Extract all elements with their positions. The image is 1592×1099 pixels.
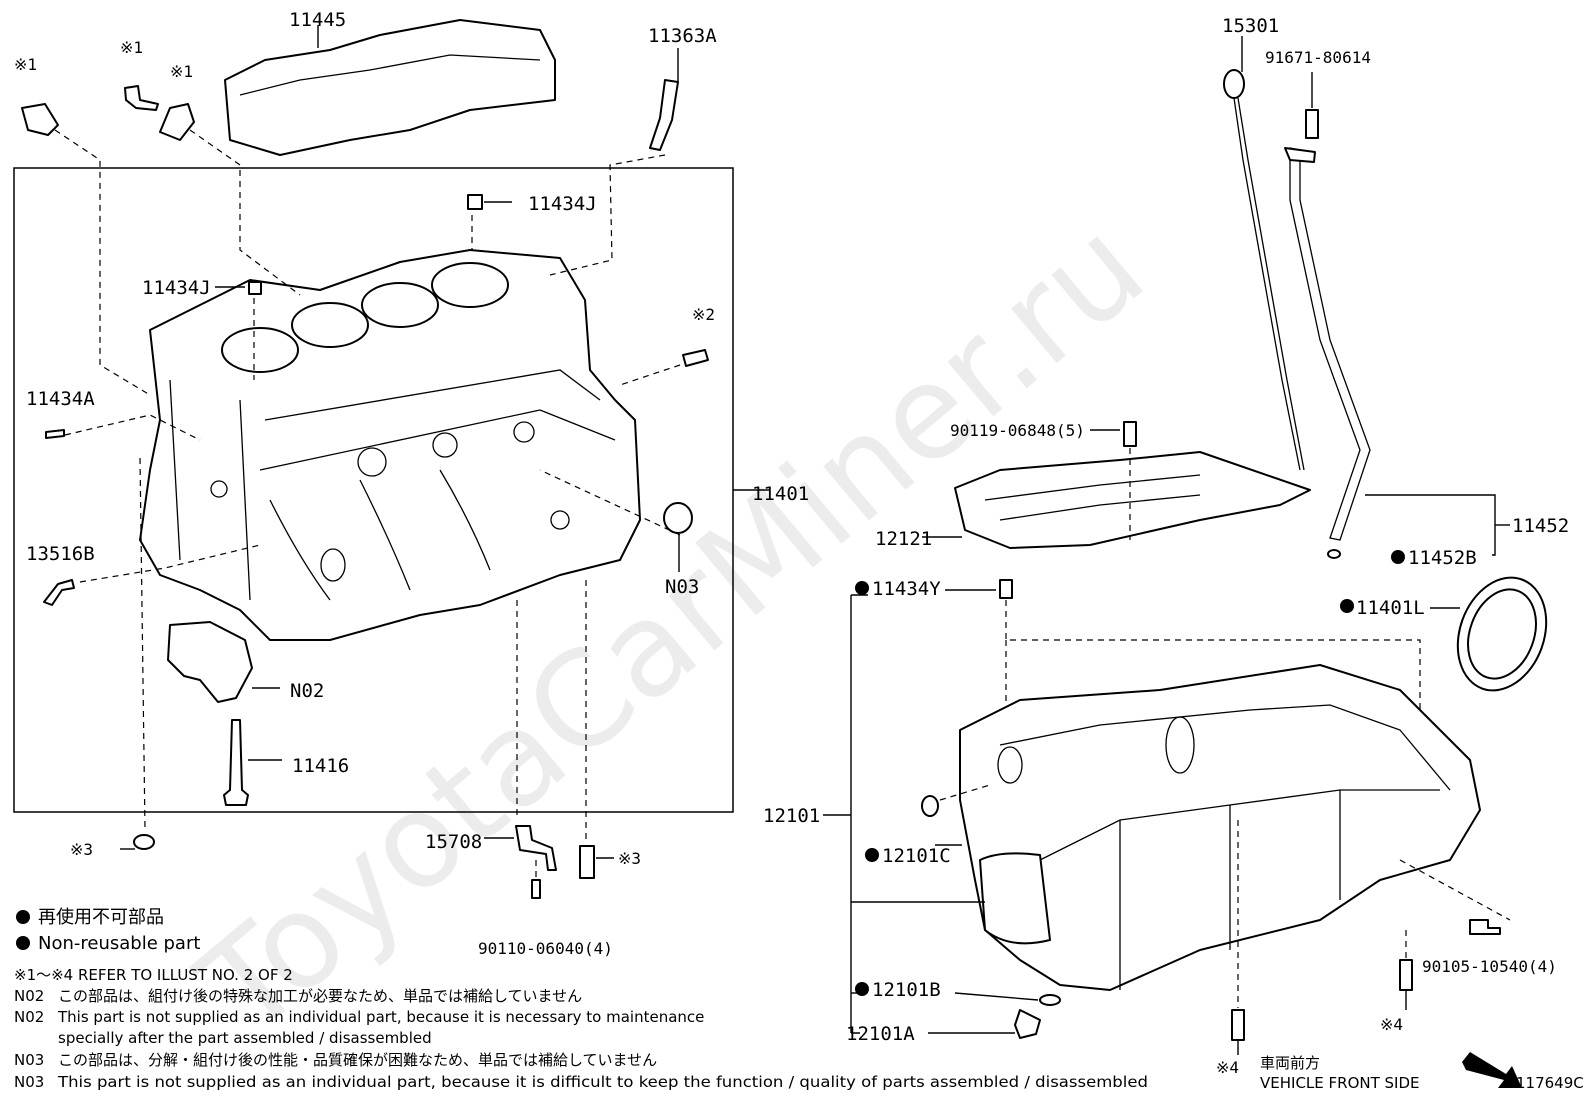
label-11434J-top: 11434J [528,193,597,215]
vehicle-front-arrow [1462,1052,1522,1088]
pin-11434J-mid [248,281,262,295]
note-N02-jp: この部品は、組付け後の特殊な加工が必要なため、単品では補給していません [58,987,582,1005]
label-mark1-a: ※1 [14,55,37,74]
legend-non-reusable-jp: 再使用不可部品 [38,907,164,928]
stud-mark4-left [1231,1009,1245,1041]
label-mark4-right: ※4 [1380,1015,1403,1034]
note-N03-en: This part is not supplied as an individu… [57,1073,1148,1091]
guide-11452 [1289,147,1371,541]
bullet-12101B [855,982,869,996]
label-11452B: 11452B [1408,547,1477,569]
plug-mark3-right [579,845,595,879]
label-11434J-mid: 11434J [142,277,211,299]
gasket-12101B [1039,994,1061,1006]
pin-11434A [45,429,65,439]
bolt-91671 [1305,109,1319,139]
label-90110-06040: 90110-06040(4) [478,939,613,958]
pin-11434J-top [467,194,483,210]
bullet-12101C [865,848,879,862]
oil-pan-12101-drawing [959,664,1481,991]
pin-11434Y [999,579,1013,599]
bullet-11452B [1391,550,1405,564]
label-mark1-c: ※1 [170,62,193,81]
label-12101A: 12101A [846,1023,915,1045]
label-mark2: ※2 [692,305,715,324]
vehicle-front-en: VEHICLE FRONT SIDE [1260,1074,1420,1092]
cylinder-block-drawing [139,249,641,641]
label-12101: 12101 [763,805,820,827]
vehicle-front-jp: 車両前方 [1260,1054,1320,1072]
plug-N03 [663,502,693,534]
stud-mark4-right [1399,959,1413,991]
bullet-legend-jp [16,910,30,924]
bullet-11401L [1340,599,1354,613]
note-N02-en-line1: This part is not supplied as an individu… [57,1008,704,1026]
sensor-mark1 [21,103,59,136]
oring-12101C [921,795,939,817]
bolt-90119 [1123,421,1137,447]
label-11452: 11452 [1512,515,1569,537]
label-N03: N03 [665,576,699,598]
oil-jet-15708 [515,825,557,871]
label-N02: N02 [290,680,324,702]
pin-mark2 [682,349,709,367]
bullet-11434Y [855,581,869,595]
label-mark3-left: ※3 [70,840,93,859]
bolt-mark1 [124,85,159,111]
bolt-90105 [1469,919,1501,935]
label-90105-10540: 90105-10540(4) [1422,957,1557,976]
label-91671-80614: 91671-80614 [1265,48,1371,67]
label-11445: 11445 [289,9,346,31]
note-reference: ※1～※4 REFER TO ILLUST NO. 2 OF 2 [14,966,293,984]
drain-plug-12101A [1014,1009,1041,1039]
bolt-90110 [531,879,541,899]
bolt-11416 [223,719,249,806]
note-N03-jp: この部品は、分解・組付け後の性能・品質確保が困難なため、単品では補給していません [58,1051,657,1069]
label-11363A: 11363A [648,25,717,47]
label-12121: 12121 [875,528,932,550]
baffle-plate-12121 [954,451,1311,549]
illustration-id: 117649C [1516,1074,1584,1092]
dipstick-15301 [1233,97,1301,471]
note-N02-code-jp: N02 [14,987,44,1005]
label-11401L: 11401L [1356,597,1425,619]
label-mark3-right: ※3 [618,849,641,868]
label-12101B: 12101B [872,979,941,1001]
bearing-cap-N02 [167,621,253,703]
dipstick-15301-ring [1223,69,1245,99]
bullet-legend-en [16,936,30,950]
label-13516B: 13516B [26,543,95,565]
note-N03-code-en: N03 [14,1073,44,1091]
label-11434Y: 11434Y [872,578,941,600]
label-mark1-b: ※1 [120,38,143,57]
oring-11452B [1327,549,1341,559]
note-N03-code-jp: N03 [14,1051,44,1069]
label-15301: 15301 [1222,15,1279,37]
label-11416: 11416 [292,755,349,777]
pipe-13516B [43,579,75,606]
label-12101C: 12101C [882,845,951,867]
legend-non-reusable-en: Non-reusable part [38,933,200,954]
label-11434A: 11434A [26,388,95,410]
plug-mark3-left [133,834,155,850]
clamp-mark1 [159,103,195,141]
bracket-11363A [649,79,679,151]
label-11401: 11401 [752,483,809,505]
label-mark4-left: ※4 [1216,1058,1239,1077]
note-N02-en-line2: specially after the part assembled / dis… [58,1029,432,1047]
note-N02-code-en: N02 [14,1008,44,1026]
water-jacket-spacer-11445 [224,19,556,156]
label-90119-06848: 90119-06848(5) [950,421,1085,440]
label-15708: 15708 [425,831,482,853]
